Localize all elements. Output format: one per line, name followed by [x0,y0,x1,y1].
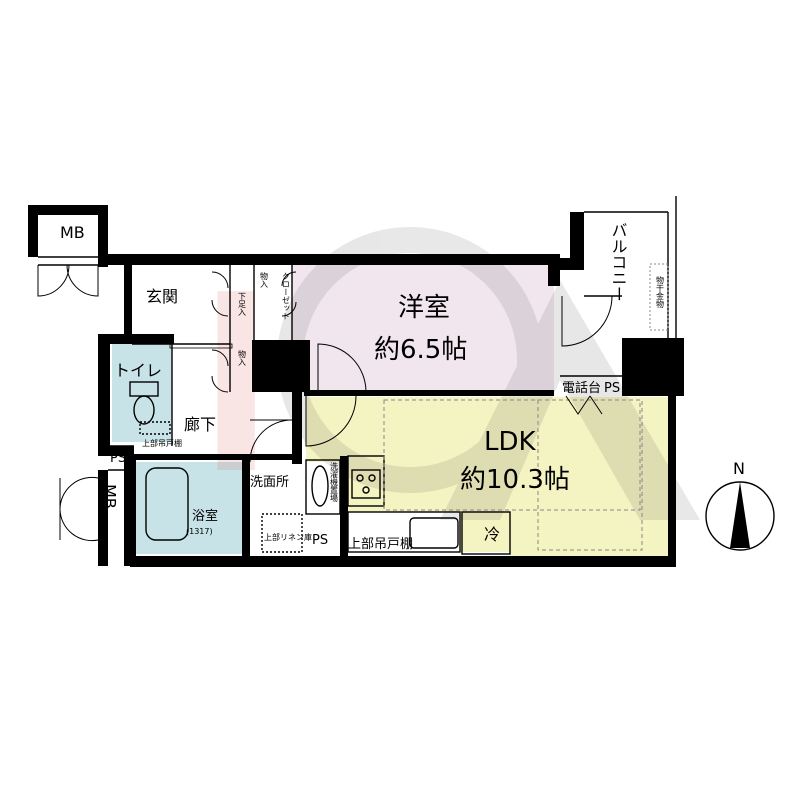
ps-toilet-label: PS [110,451,126,466]
upper-storage-label: 上部リネン庫 [264,532,312,542]
storage-mid-label: 物入 [238,349,247,366]
western-room-fill[interactable] [292,265,554,393]
western-room-name: 洋室 [398,293,450,323]
washer-space-label: 洗濯機置場 [330,461,339,503]
ps-wash-label: PS [312,533,328,548]
compass-needle-icon [730,482,750,548]
fridge-label: 冷 [484,525,500,544]
bath-size-label: (1317) [186,527,213,536]
bath-label: 浴室 [192,508,218,524]
hallway-label: 廊下 [184,415,216,434]
laundry-hanger-label: 物干金物 [656,275,665,309]
phone-stand-label: 電話台 [562,380,601,396]
toilet-upper-label: 上部吊戸棚 [142,438,182,448]
toilet-label: トイレ [114,361,162,380]
compass-north-label: N [733,459,745,478]
ldk-size: 約10.3帖 [460,465,570,495]
doors [37,264,613,542]
outer-walls [28,205,684,567]
western-room-size: 約6.5帖 [374,335,467,365]
closet-label: クローゼット [282,272,291,320]
ps-ldk-label: PS [604,381,620,396]
washroom-label: 洗面所 [250,475,289,490]
upper-cabinet-label: 上部吊戸棚 [348,537,413,552]
toilet-fill[interactable] [112,342,172,442]
ldk-fill[interactable] [306,397,674,562]
interior-lines [38,196,677,555]
compass: N [705,459,775,551]
storage-top-label: 物入 [260,271,269,288]
mb-side-label: MB [101,484,120,509]
shoe-storage-label: 下足入 [238,292,247,316]
entrance-label: 玄関 [146,287,178,306]
mb-top-label: MB [60,223,85,242]
ldk-name: LDK [484,427,537,457]
balcony-label: バルコニー [609,222,628,302]
